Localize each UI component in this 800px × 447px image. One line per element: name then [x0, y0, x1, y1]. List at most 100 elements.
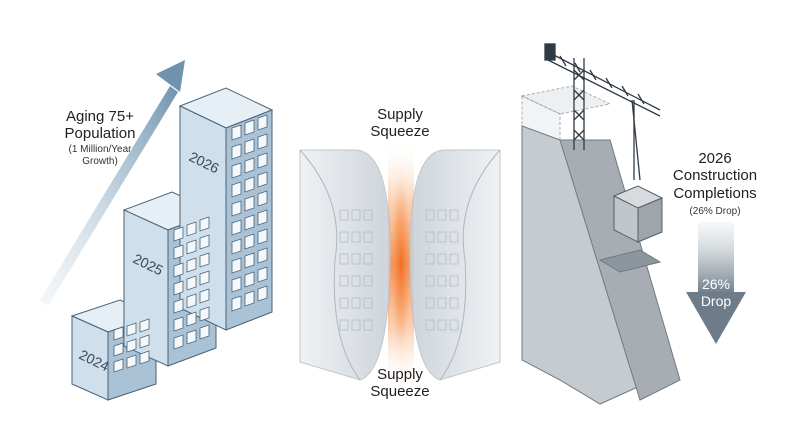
construction-note: (26% Drop)	[689, 206, 741, 217]
window	[173, 244, 184, 260]
glass-window	[425, 209, 435, 221]
window	[257, 285, 268, 302]
window	[244, 290, 255, 307]
glass-window	[425, 275, 435, 287]
glass-window	[449, 253, 459, 265]
window	[126, 322, 137, 337]
supply-squeeze-bottom-line1: Supply	[377, 366, 423, 383]
glass-window	[363, 319, 373, 331]
window	[126, 338, 137, 353]
window	[173, 262, 184, 278]
window	[231, 143, 242, 160]
glass-window	[339, 231, 349, 243]
glass-window	[449, 231, 459, 243]
aging-note-line2: Growth)	[82, 155, 118, 167]
window	[257, 247, 268, 264]
aging-note: (1 Million/Year Growth)	[40, 144, 160, 167]
glass-window	[351, 253, 361, 265]
glass-window	[363, 231, 373, 243]
aging-title-line2: Population	[64, 125, 136, 143]
window	[244, 271, 255, 288]
window	[186, 329, 197, 345]
window	[173, 298, 184, 314]
glass-window	[449, 209, 459, 221]
window	[186, 239, 197, 255]
window	[231, 162, 242, 179]
window	[244, 176, 255, 193]
glass-window	[437, 297, 447, 309]
window	[113, 358, 124, 373]
window	[139, 318, 150, 333]
window	[244, 195, 255, 212]
window	[244, 214, 255, 231]
drop-arrow-label-line2: Drop	[700, 292, 732, 309]
window	[244, 119, 255, 136]
glass-window	[437, 209, 447, 221]
window	[199, 216, 210, 232]
glass-window	[437, 275, 447, 287]
glass-window	[351, 319, 361, 331]
building-windows	[113, 114, 268, 373]
glass-window	[449, 297, 459, 309]
glass-window	[363, 297, 373, 309]
glass-window	[363, 275, 373, 287]
window	[173, 280, 184, 296]
window	[186, 221, 197, 237]
supply-squeeze-top: Supply Squeeze	[350, 106, 450, 141]
window	[199, 306, 210, 322]
window	[199, 252, 210, 268]
window	[231, 181, 242, 198]
glass-window	[339, 319, 349, 331]
window	[126, 354, 137, 369]
drop-arrow-label-line1: 26%	[701, 276, 731, 292]
growth-arrow	[40, 60, 185, 306]
window	[186, 293, 197, 309]
window	[173, 334, 184, 350]
glass-windows	[339, 209, 459, 331]
window	[231, 276, 242, 293]
glass-window	[449, 319, 459, 331]
window	[231, 124, 242, 141]
window	[257, 228, 268, 245]
glass-window	[351, 209, 361, 221]
window	[231, 257, 242, 274]
glass-window	[351, 297, 361, 309]
supply-squeeze-bottom-line2: Squeeze	[370, 383, 430, 401]
window	[173, 316, 184, 332]
window	[139, 334, 150, 349]
window	[173, 226, 184, 242]
glass-window	[425, 319, 435, 331]
window	[186, 257, 197, 273]
construction-slab	[520, 85, 681, 405]
glass-window	[339, 275, 349, 287]
crane	[544, 43, 661, 181]
glass-window	[363, 253, 373, 265]
window	[186, 275, 197, 291]
glass-window	[339, 209, 349, 221]
drop-arrow	[686, 222, 746, 344]
construction-title-line2: Construction	[672, 167, 758, 185]
window	[199, 234, 210, 250]
window	[257, 209, 268, 226]
construction-title-line1: 2026	[698, 150, 732, 167]
hanging-block	[612, 185, 664, 243]
window	[231, 219, 242, 236]
supply-squeeze-top-line2: Squeeze	[370, 123, 430, 141]
window	[231, 238, 242, 255]
window	[231, 295, 242, 312]
window	[257, 190, 268, 207]
window	[113, 342, 124, 357]
window	[257, 114, 268, 131]
window	[139, 350, 150, 365]
construction-title: 2026 Construction Completions	[660, 150, 770, 202]
aging-title-line1: Aging 75+	[66, 108, 134, 125]
window	[244, 138, 255, 155]
glass-window	[339, 253, 349, 265]
window	[244, 157, 255, 174]
construction-title-line3: Completions	[673, 184, 757, 202]
glass-window	[437, 253, 447, 265]
glass-window	[437, 319, 447, 331]
drop-arrow-label: 26% Drop	[686, 276, 746, 310]
window	[257, 171, 268, 188]
